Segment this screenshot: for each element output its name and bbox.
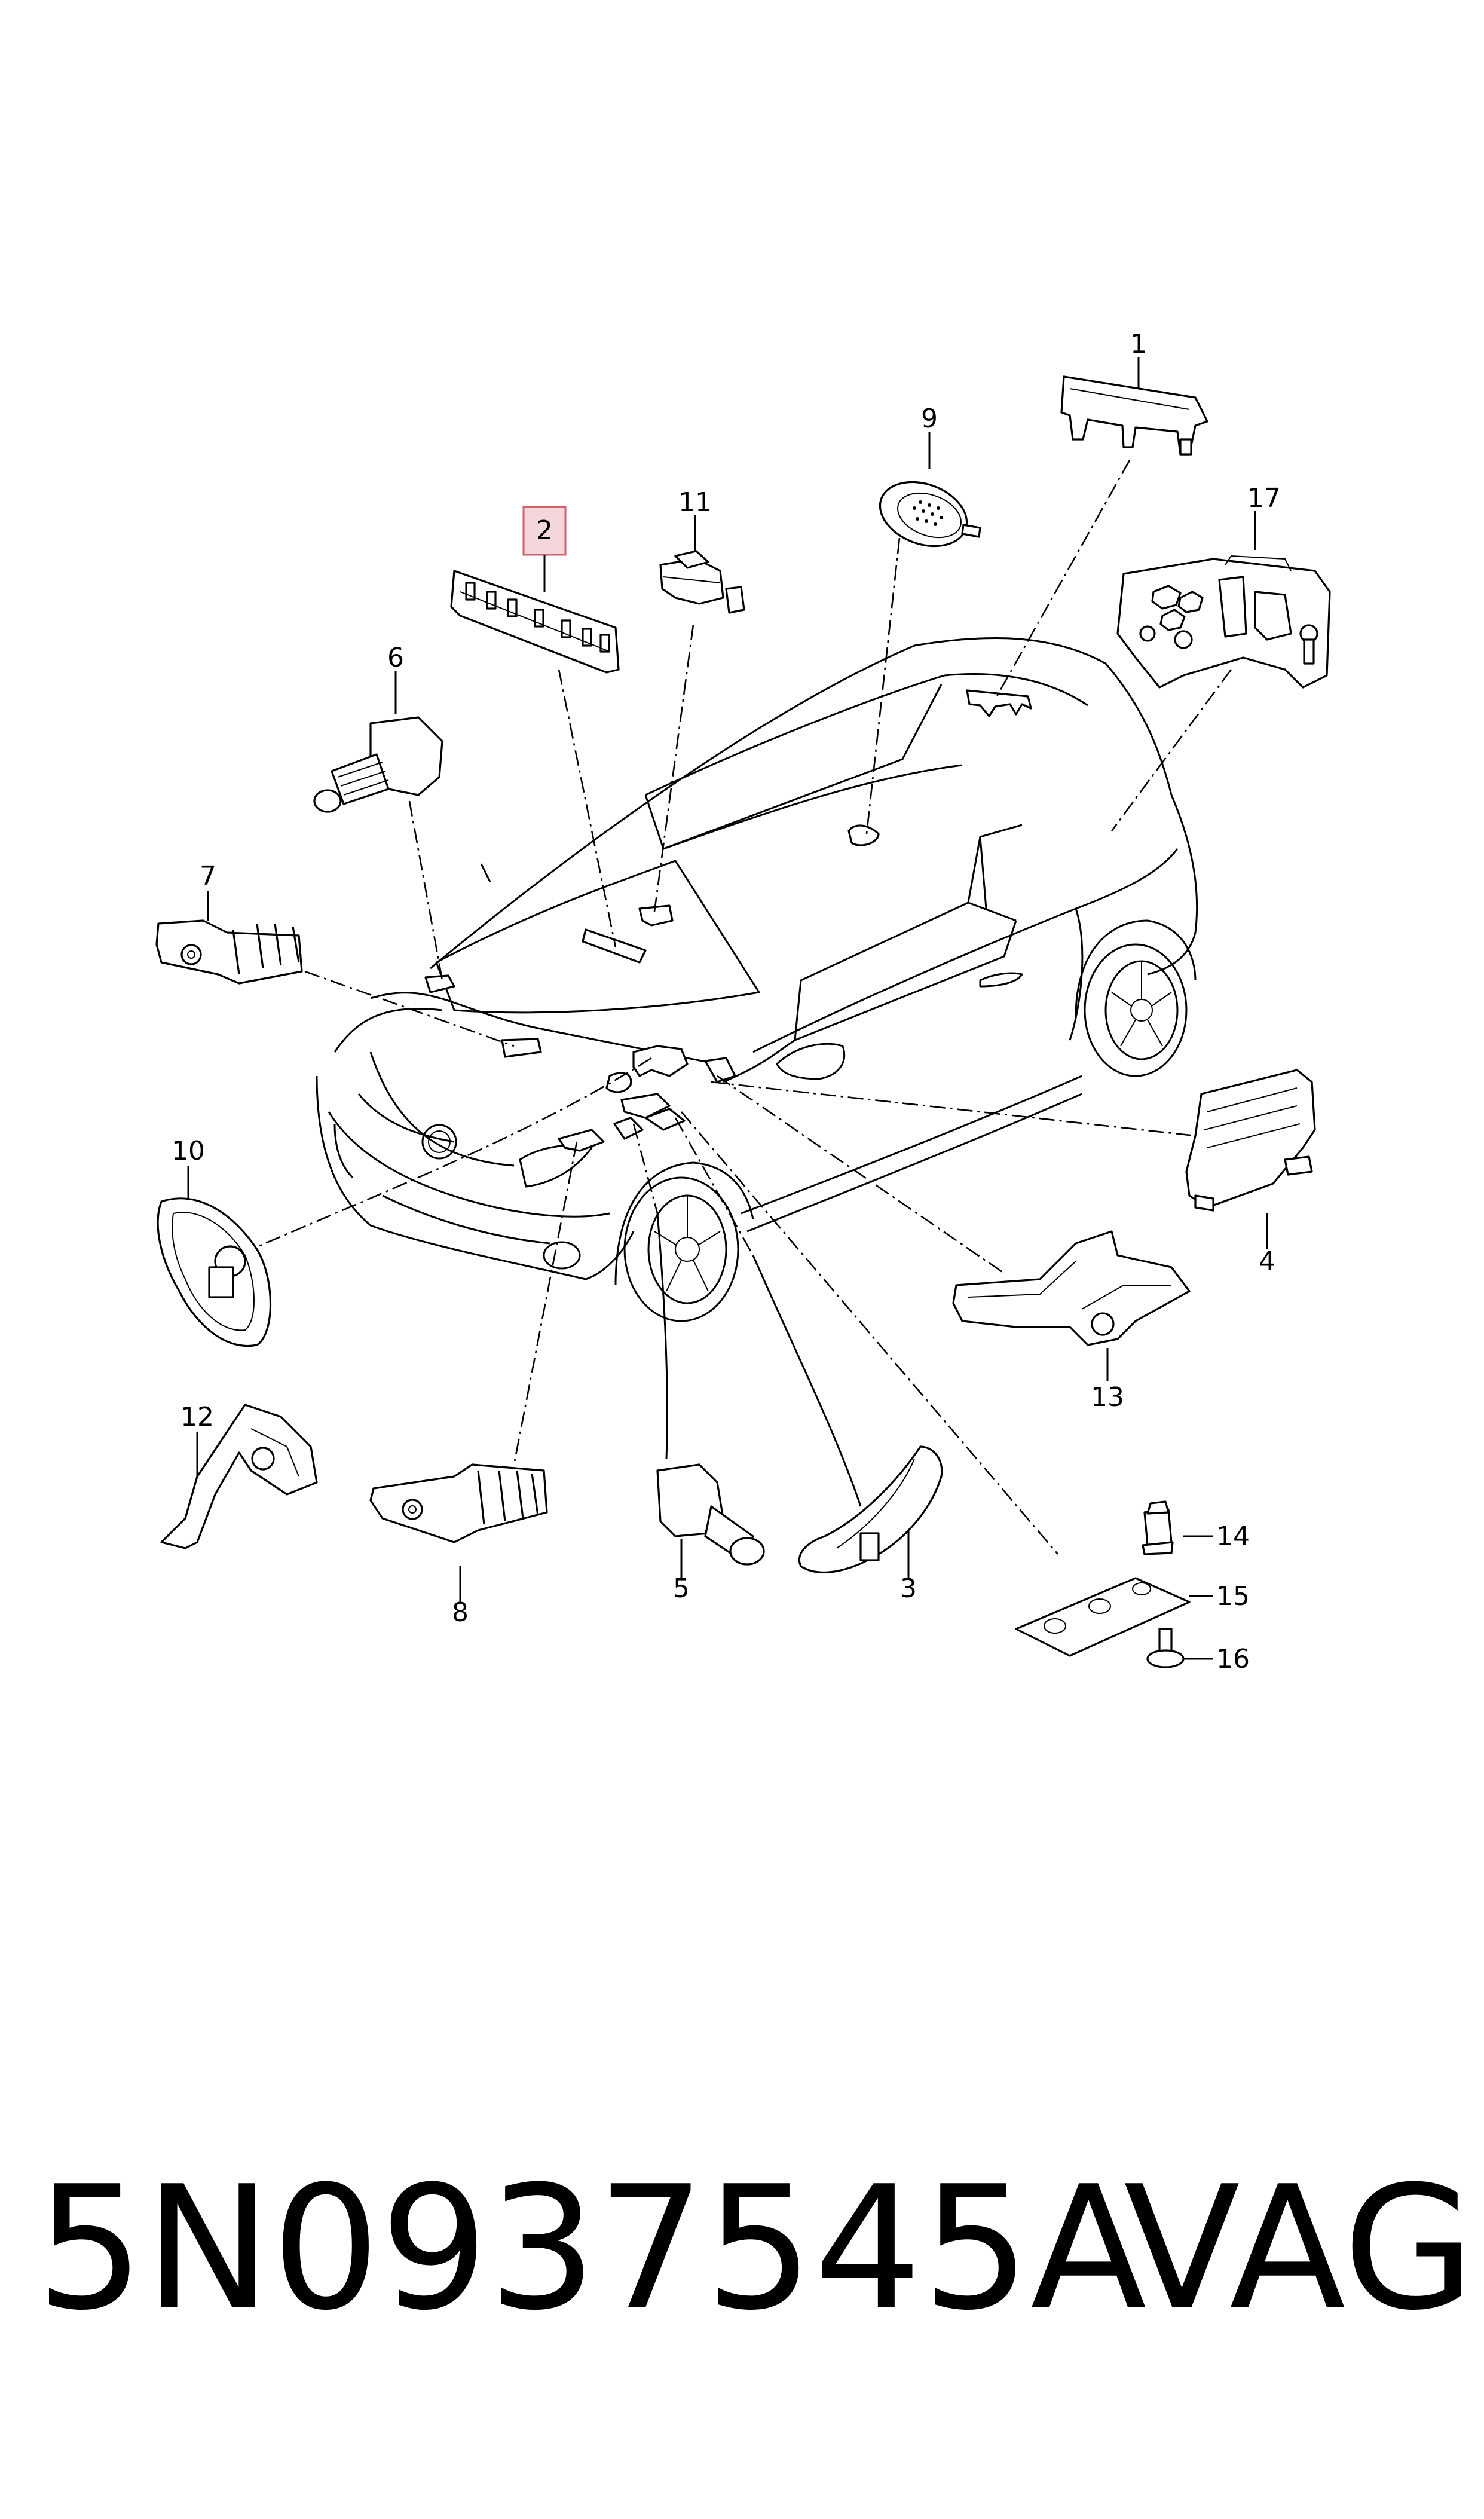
brand-name: VAG (1124, 2150, 1475, 2348)
on-vehicle-markers (424, 689, 1032, 1152)
part-13-bracket (952, 1230, 1191, 1381)
callout-16: 16 (1216, 1644, 1250, 1674)
part-11-connector (659, 515, 745, 614)
part-3-cover (798, 1445, 943, 1578)
callout-12: 12 (180, 1402, 214, 1432)
callout-2-highlight (522, 506, 567, 556)
callout-17: 17 (1247, 483, 1281, 513)
part-7-bracket (155, 891, 303, 985)
leader-lines (250, 460, 1232, 1555)
part-12-bracket (160, 1404, 318, 1549)
callout-10: 10 (172, 1136, 205, 1166)
part-16-rivet (1146, 1628, 1213, 1668)
callout-5: 5 (673, 1573, 690, 1604)
part-6-grommet (313, 671, 443, 813)
part-8-bracket (369, 1463, 548, 1602)
callout-7: 7 (200, 861, 216, 891)
callout-4: 4 (1259, 1246, 1275, 1277)
part-5-sensor (656, 1463, 765, 1578)
callout-2: 2 (536, 515, 553, 546)
callout-3: 3 (900, 1573, 917, 1604)
part-17-fuse-bracket (1116, 511, 1331, 689)
part-9-speaker-cover (879, 432, 981, 548)
part-10-housing (157, 1166, 272, 1347)
callout-6: 6 (387, 643, 404, 673)
part-4-bracket (1185, 1069, 1316, 1249)
callout-1: 1 (1130, 329, 1147, 359)
callout-14: 14 (1216, 1521, 1250, 1552)
car-illustration (316, 637, 1198, 1322)
callout-11: 11 (678, 487, 712, 518)
part-14-clip (1142, 1500, 1213, 1555)
part-1-bracket (1060, 357, 1208, 456)
part-2-mounting-strip (450, 506, 620, 674)
part-15-plate (1015, 1577, 1213, 1657)
callout-9: 9 (921, 403, 938, 434)
callout-8: 8 (452, 1597, 469, 1628)
part-number: 5N0937545A (36, 2150, 1147, 2348)
callout-15: 15 (1216, 1581, 1250, 1612)
callout-13: 13 (1091, 1382, 1124, 1413)
callout-labels: 1 2 3 4 5 6 7 8 9 10 11 12 13 14 15 16 1… (172, 329, 1281, 1674)
